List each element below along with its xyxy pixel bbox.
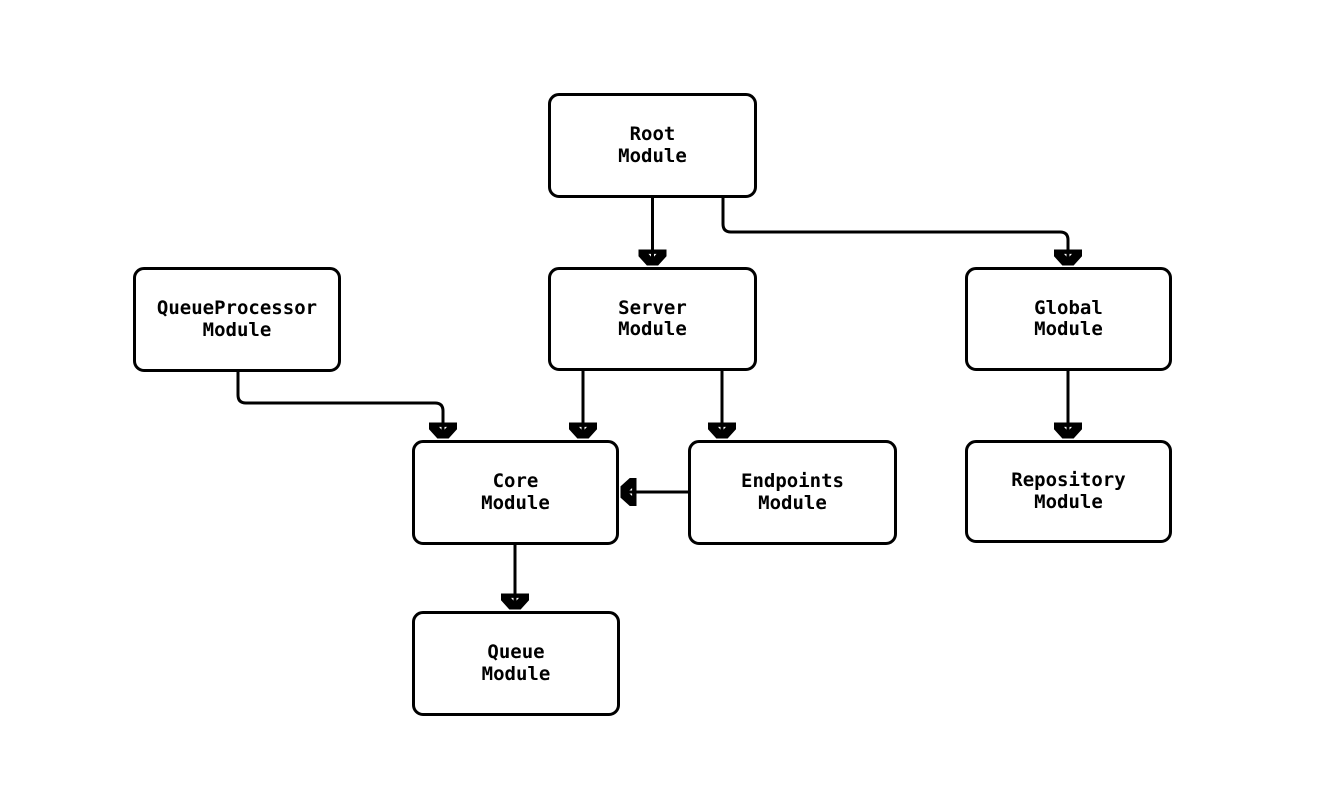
node-queue-module: Queue Module xyxy=(412,611,620,716)
node-server-module-label: Server Module xyxy=(618,296,687,340)
node-endpoints-module-label: Endpoints Module xyxy=(741,470,844,514)
node-queue-module-label: Queue Module xyxy=(481,641,551,685)
edge-queueprocessor-to-core xyxy=(236,372,443,438)
node-queueprocessor-module: QueueProcessor Module xyxy=(133,267,341,372)
node-repository-module-label: Repository Module xyxy=(1011,469,1126,513)
node-global-module: Global Module xyxy=(965,267,1172,371)
node-queueprocessor-module-label: QueueProcessor Module xyxy=(156,297,318,341)
node-root-module-label: Root Module xyxy=(618,123,687,167)
node-repository-module: Repository Module xyxy=(965,440,1172,543)
node-core-module: Core Module xyxy=(412,440,619,545)
node-server-module: Server Module xyxy=(548,267,757,371)
edge-root-to-global xyxy=(721,198,1068,265)
node-endpoints-module: Endpoints Module xyxy=(688,440,897,545)
node-global-module-label: Global Module xyxy=(1034,296,1103,340)
node-root-module: Root Module xyxy=(548,93,757,198)
node-core-module-label: Core Module xyxy=(481,470,550,514)
